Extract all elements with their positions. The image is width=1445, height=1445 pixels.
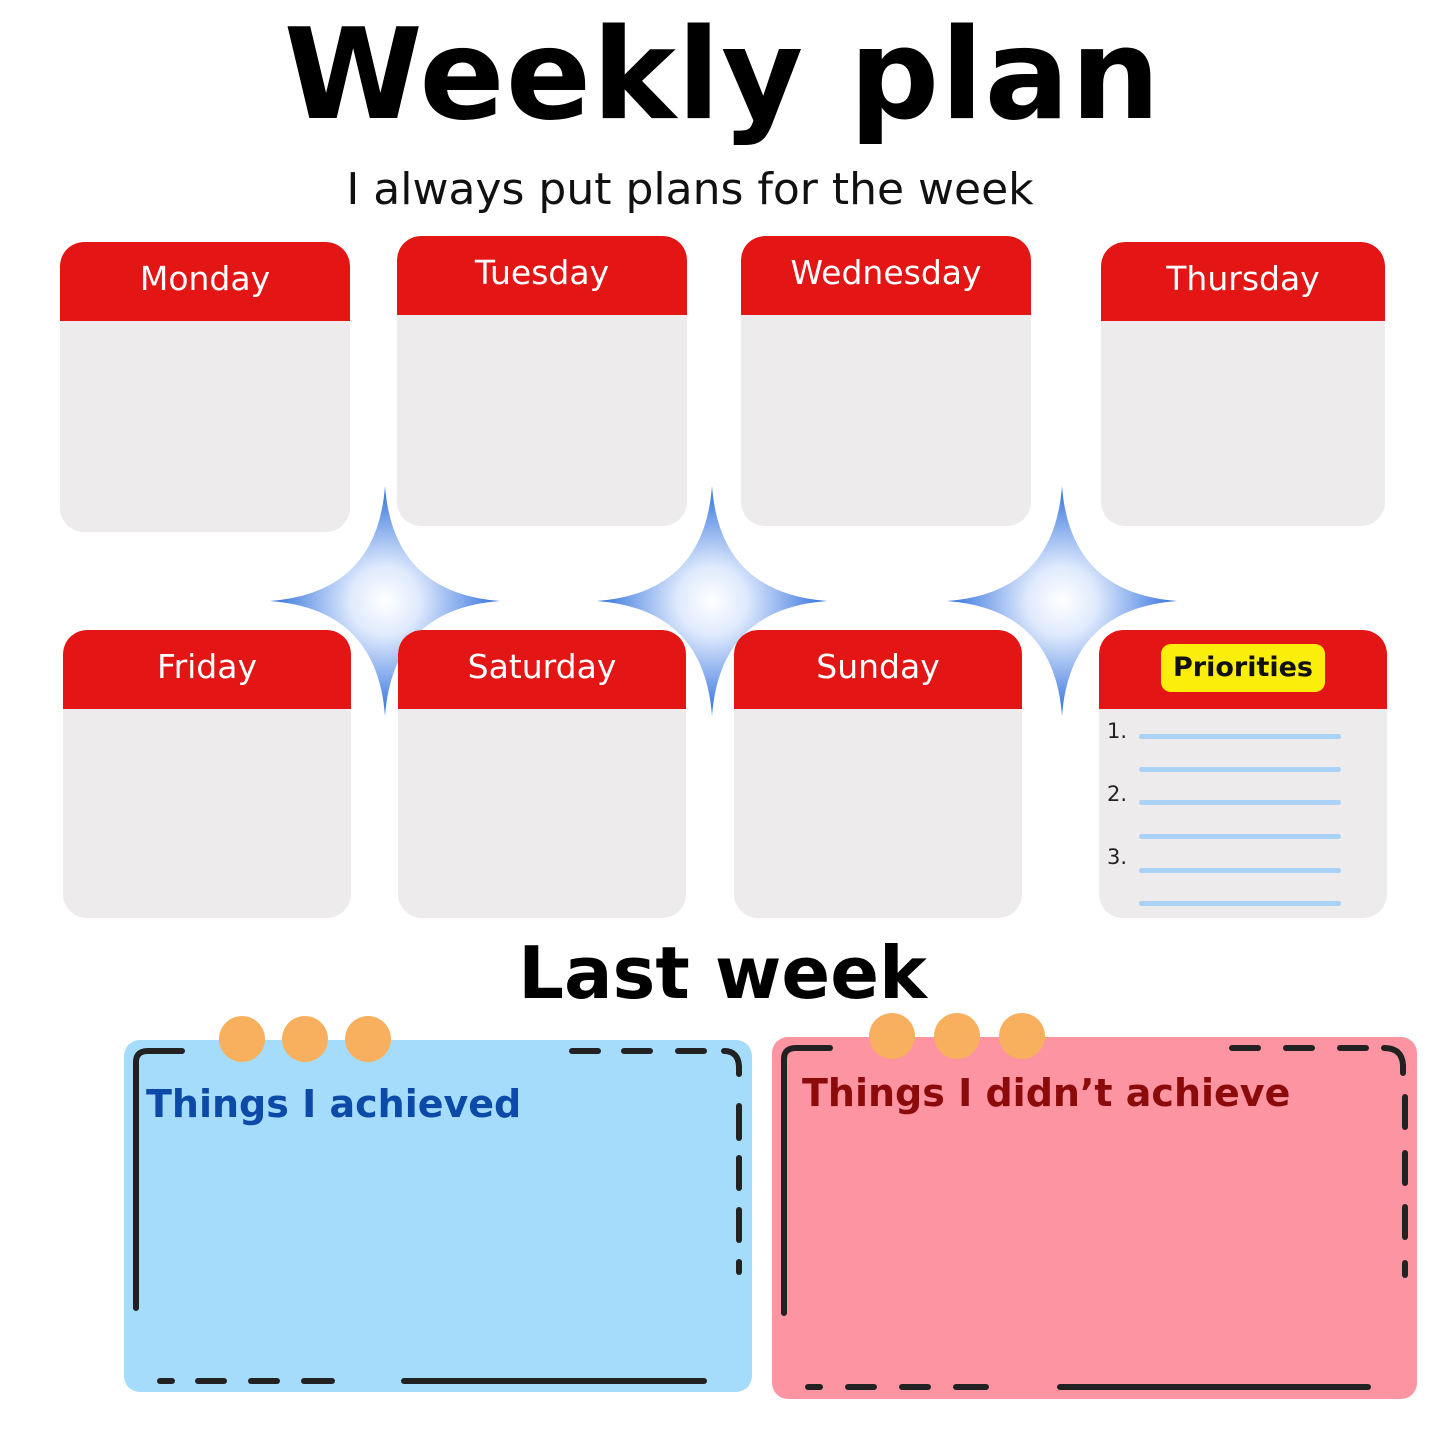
pin-dot-icon (219, 1016, 265, 1062)
achieved-note[interactable]: Things I achieved (124, 1040, 752, 1392)
pin-dot-icon (345, 1016, 391, 1062)
day-card-wednesday[interactable]: Wednesday (741, 236, 1031, 526)
priority-number: 1. (1107, 719, 1128, 743)
day-card-tuesday[interactable]: Tuesday (397, 236, 687, 526)
day-card-friday[interactable]: Friday (63, 630, 351, 918)
sparkle-icon (597, 486, 827, 716)
day-header-wednesday: Wednesday (741, 236, 1031, 315)
day-card-sunday[interactable]: Sunday (734, 630, 1022, 918)
day-header-monday: Monday (60, 242, 350, 321)
page-subtitle: I always put plans for the week (346, 164, 1034, 215)
achieved-title: Things I achieved (146, 1082, 522, 1126)
priorities-card[interactable]: Priorities 1. 2. 3. (1099, 630, 1387, 918)
sparkle-icon (947, 486, 1177, 716)
day-header-tuesday: Tuesday (397, 236, 687, 315)
priority-line[interactable] (1139, 834, 1341, 839)
priority-line[interactable] (1139, 868, 1341, 873)
last-week-title: Last week (518, 931, 927, 1015)
priority-line[interactable] (1139, 767, 1341, 772)
day-header-friday: Friday (63, 630, 351, 709)
dashed-frame (781, 1045, 1408, 1390)
day-header-saturday: Saturday (398, 630, 686, 709)
page-title: Weekly plan (283, 1, 1162, 148)
day-header-sunday: Sunday (734, 630, 1022, 709)
not-achieved-title: Things I didn’t achieve (802, 1071, 1291, 1115)
priority-number: 3. (1107, 845, 1128, 869)
priority-line[interactable] (1139, 901, 1341, 906)
priorities-header: Priorities (1099, 630, 1387, 709)
not-achieved-note[interactable]: Things I didn’t achieve (772, 1037, 1417, 1399)
day-card-monday[interactable]: Monday (60, 242, 350, 532)
priority-line[interactable] (1139, 734, 1341, 739)
day-card-thursday[interactable]: Thursday (1101, 242, 1385, 526)
priority-line[interactable] (1139, 800, 1341, 805)
pin-dot-icon (934, 1013, 980, 1059)
sparkle-icon (270, 486, 500, 716)
priorities-badge: Priorities (1160, 644, 1326, 692)
day-header-thursday: Thursday (1101, 242, 1385, 321)
day-card-saturday[interactable]: Saturday (398, 630, 686, 918)
dashed-frame (133, 1048, 742, 1384)
pin-dot-icon (869, 1013, 915, 1059)
priority-number: 2. (1107, 782, 1128, 806)
pin-dot-icon (282, 1016, 328, 1062)
pin-dot-icon (999, 1013, 1045, 1059)
